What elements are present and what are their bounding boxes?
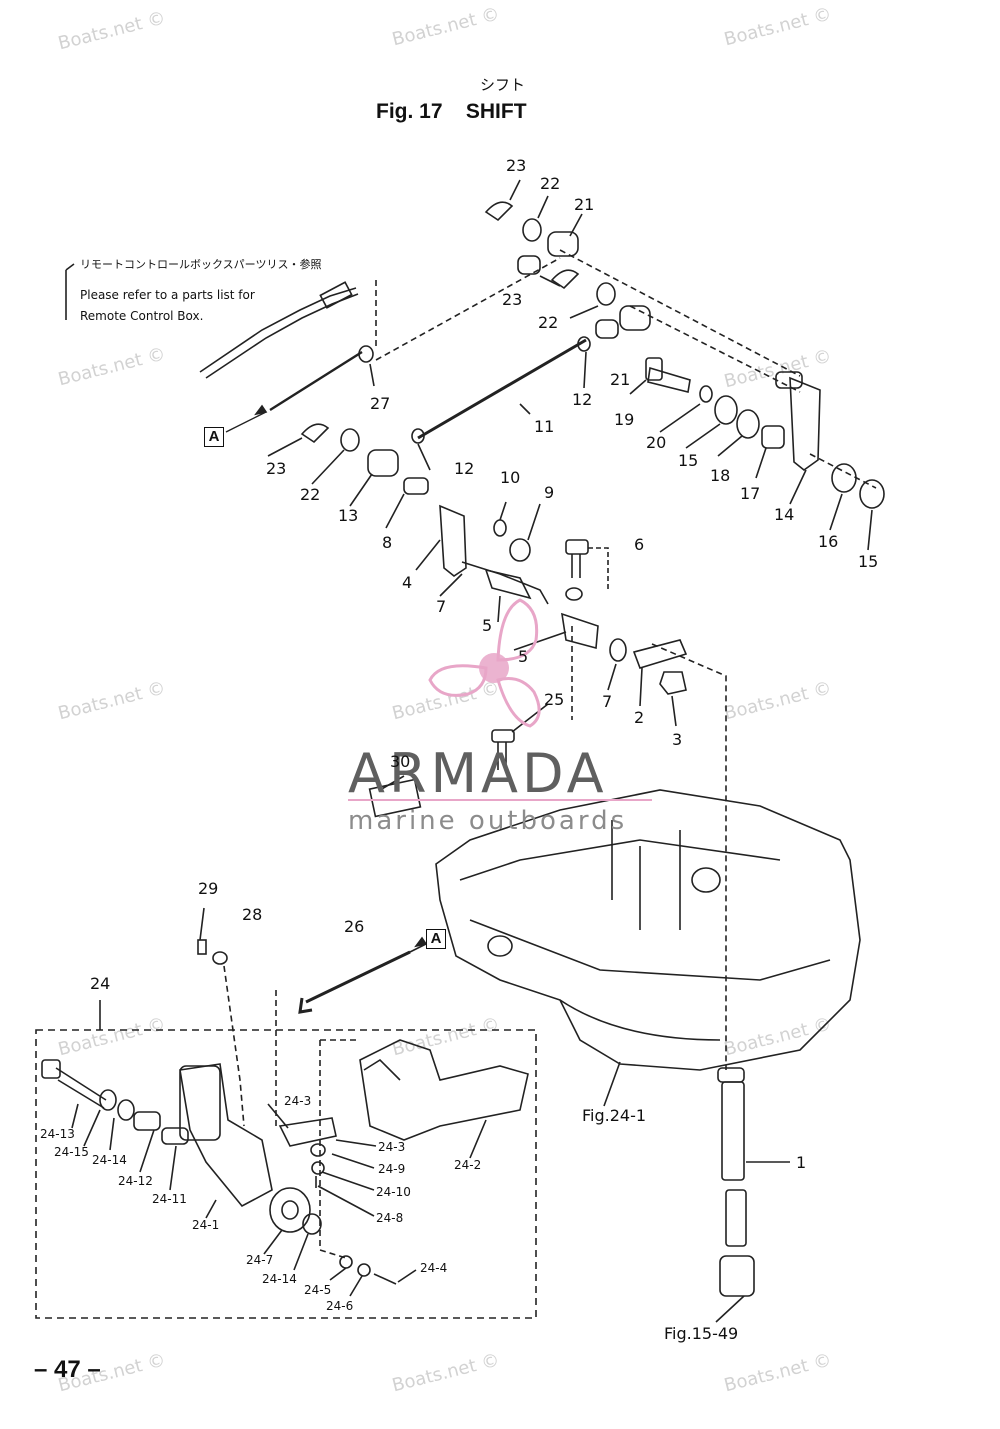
callout-5: 5 <box>518 647 529 666</box>
ref-box-a: A <box>426 929 446 949</box>
callout-5: 5 <box>482 616 493 635</box>
callout-24-3: 24-3 <box>378 1140 406 1154</box>
callout-12: 12 <box>454 459 475 478</box>
callout-21: 21 <box>610 370 631 389</box>
callout-24-14: 24-14 <box>92 1153 127 1167</box>
callout-8: 8 <box>382 533 393 552</box>
callout-16: 16 <box>818 532 839 551</box>
callout-20: 20 <box>646 433 667 452</box>
callout-13: 13 <box>338 506 359 525</box>
callout-6: 6 <box>634 535 645 554</box>
note-line1: Please refer to a parts list for <box>80 288 255 302</box>
callout-12: 12 <box>572 390 593 409</box>
callout-22: 22 <box>300 485 321 504</box>
callout-30: 30 <box>390 752 411 771</box>
callout-9: 9 <box>544 483 555 502</box>
brand-tagline: marine outboards <box>348 806 628 836</box>
callout-1: 1 <box>796 1153 807 1172</box>
callout-24-3: 24-3 <box>284 1094 312 1108</box>
note-jp: リモートコントロールボックスパーツリス・参照 <box>80 258 322 271</box>
callout-14: 14 <box>774 505 795 524</box>
callout-19: 19 <box>614 410 635 429</box>
callout-25: 25 <box>544 690 565 709</box>
callout-3: 3 <box>672 730 683 749</box>
callout-24-5: 24-5 <box>304 1283 332 1297</box>
ref-box-a: A <box>204 427 224 447</box>
callout-24-8: 24-8 <box>376 1211 404 1225</box>
callout-22: 22 <box>540 174 561 193</box>
callout-11: 11 <box>534 417 555 436</box>
callout-15: 15 <box>858 552 879 571</box>
callout-24-11: 24-11 <box>152 1192 187 1206</box>
callout-24-12: 24-12 <box>118 1174 153 1188</box>
callout-2: 2 <box>634 708 645 727</box>
brand-name: ARMADA <box>348 742 608 805</box>
callout-24-2: 24-2 <box>454 1158 482 1172</box>
callout-24-9: 24-9 <box>378 1162 406 1176</box>
callout-10: 10 <box>500 468 521 487</box>
callout-29: 29 <box>198 879 219 898</box>
callout-24-10: 24-10 <box>376 1185 411 1199</box>
callout-23: 23 <box>502 290 523 309</box>
callout-22: 22 <box>538 313 559 332</box>
callout-4: 4 <box>402 573 413 592</box>
callout-24-4: 24-4 <box>420 1261 448 1275</box>
armada-propeller-logo <box>428 598 541 728</box>
callout-17: 17 <box>740 484 761 503</box>
callout-23: 23 <box>266 459 287 478</box>
callout-21: 21 <box>574 195 595 214</box>
callout-24-13: 24-13 <box>40 1127 75 1141</box>
callout-7: 7 <box>436 597 447 616</box>
callout-24: 24 <box>90 974 111 993</box>
callout-28: 28 <box>242 905 263 924</box>
callout-24-7: 24-7 <box>246 1253 274 1267</box>
note-line2: Remote Control Box. <box>80 309 204 323</box>
callout-7: 7 <box>602 692 613 711</box>
callout-24-6: 24-6 <box>326 1299 354 1313</box>
callout-23: 23 <box>506 156 527 175</box>
fig-ref-15-49: Fig.15-49 <box>664 1324 739 1343</box>
callout-24-1: 24-1 <box>192 1218 220 1232</box>
page-number: – 47 – <box>34 1356 101 1383</box>
callout-24-15: 24-15 <box>54 1145 89 1159</box>
callout-15: 15 <box>678 451 699 470</box>
callout-24-14: 24-14 <box>262 1272 297 1286</box>
callout-26: 26 <box>344 917 365 936</box>
title-kana: シフト <box>480 76 526 94</box>
page-title: Fig. 17 SHIFT <box>376 100 527 123</box>
callout-27: 27 <box>370 394 391 413</box>
callout-18: 18 <box>710 466 731 485</box>
fig-ref-24-1: Fig.24-1 <box>582 1106 647 1125</box>
